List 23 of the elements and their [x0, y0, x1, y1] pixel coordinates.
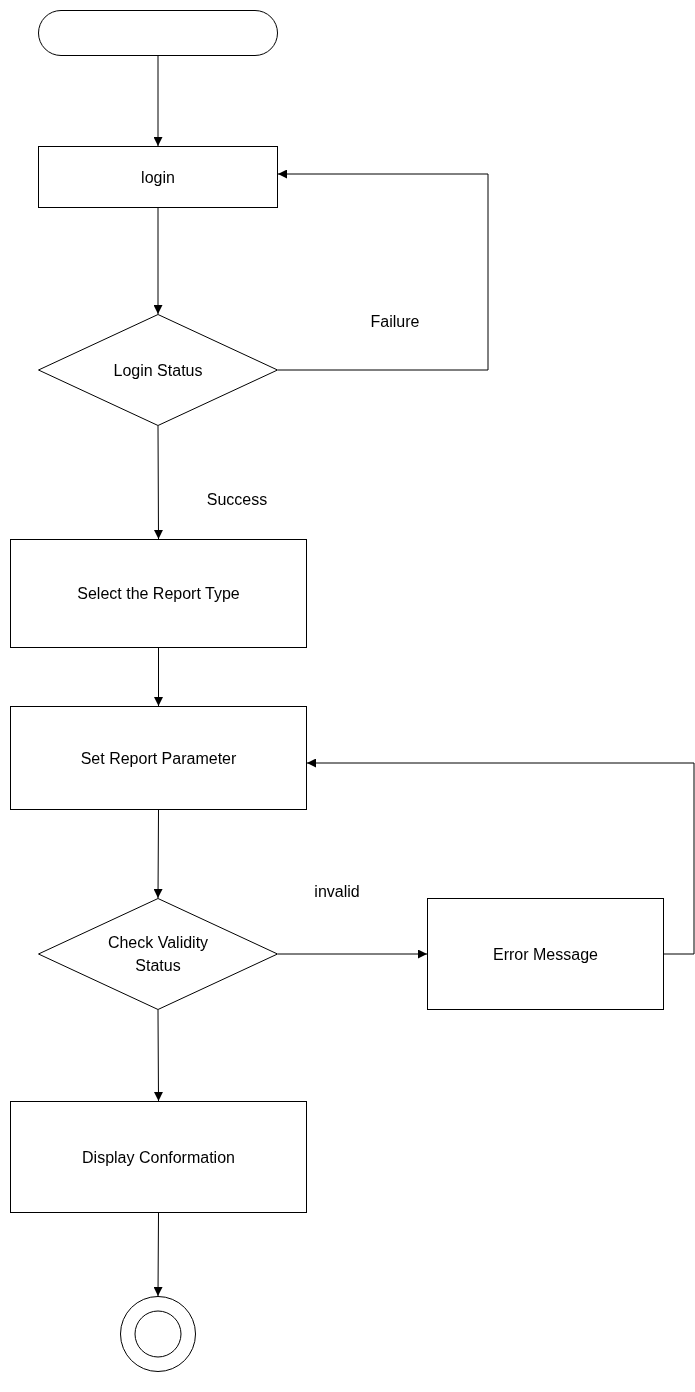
process-box [10, 1101, 307, 1213]
node-label: Set Report Parameter [80, 748, 237, 769]
arrow [154, 647, 163, 707]
arrow [153, 1212, 163, 1297]
start-terminal [38, 10, 278, 56]
arrow [306, 758, 695, 955]
arrow [153, 809, 163, 899]
node-label: Display Conformation [82, 1147, 235, 1168]
process-box [10, 539, 307, 648]
node-label: login [141, 167, 175, 188]
arrow [277, 169, 489, 371]
node-label: Login Status [113, 360, 203, 381]
arrow [153, 207, 163, 315]
process-box [38, 146, 278, 208]
arrow [153, 1009, 163, 1102]
arrow [153, 55, 163, 147]
node-label: Error Message [493, 944, 598, 965]
node-label: Check Validity Status [106, 933, 210, 976]
process-box [427, 898, 664, 1010]
process-box [10, 706, 307, 810]
arrow [153, 425, 163, 540]
arrow [277, 949, 428, 959]
node-label: Select the Report Type [77, 584, 240, 604]
